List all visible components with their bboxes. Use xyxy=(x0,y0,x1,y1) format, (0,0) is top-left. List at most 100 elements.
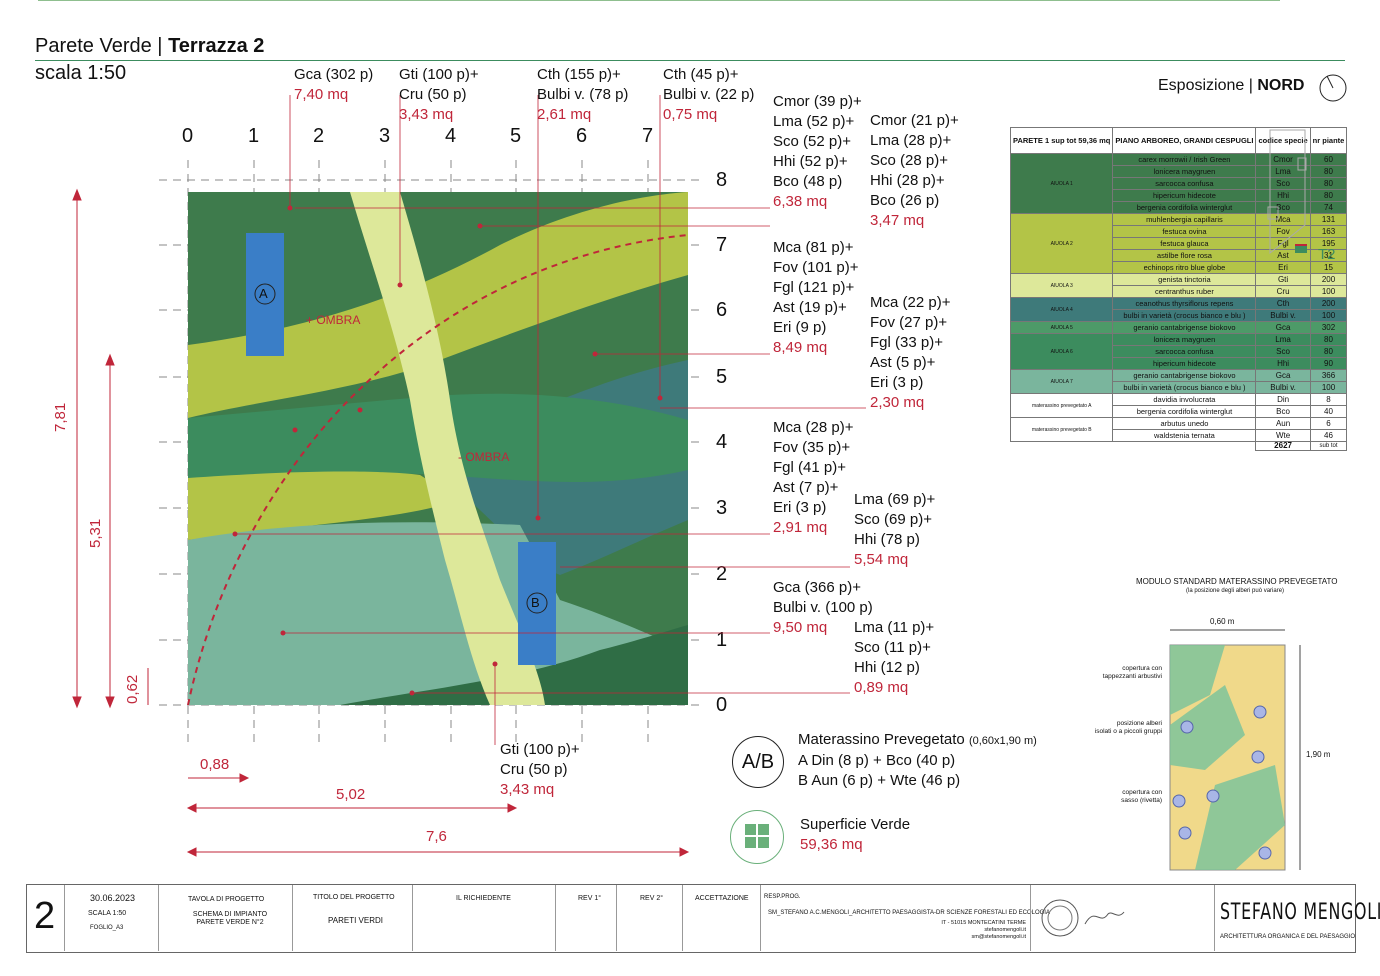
zone-label: Lma (69 p)+Sco (69 p)+Hhi (78 p)5,54 mq xyxy=(854,490,935,570)
table-cell-code: Cru xyxy=(1255,285,1311,298)
zone-aiuola-2-upper xyxy=(188,192,688,418)
zone-area: 5,54 mq xyxy=(854,551,909,568)
table-group-name: AIUOLA 7 xyxy=(1009,369,1114,394)
title-bold: Terrazza 2 xyxy=(168,35,265,57)
table-empty xyxy=(1011,442,1113,451)
table-cell-species: hipericum hidecote xyxy=(1112,357,1257,370)
table-cell-species: ceanothus thyrsiflorus repens xyxy=(1112,297,1257,310)
tb-titolo: PARETI VERDI xyxy=(328,916,383,925)
table-cell-code: Wte xyxy=(1255,429,1311,442)
table-group-name: AIUOLA 4 xyxy=(1009,297,1114,322)
table-row: bulbi in varietà (crocus bianco e blu )B… xyxy=(1011,309,1348,322)
ab-symbol-text: A/B xyxy=(741,751,775,773)
materassino-b-marker xyxy=(526,592,548,614)
caption-line: sasso (rivetta) xyxy=(1121,797,1162,804)
zone-label-line: Cth (45 p)+ xyxy=(663,66,739,83)
zone-label-line: Mca (22 p)+ xyxy=(870,294,951,311)
zone-label-line: Fov (27 p)+ xyxy=(870,314,948,331)
zone-label: Cmor (21 p)+Lma (28 p)+Sco (28 p)+Hhi (2… xyxy=(870,111,959,231)
y-tick-label: 0 xyxy=(716,694,728,716)
zone-label-line: Fgl (121 p)+ xyxy=(773,279,855,296)
table-cell-code: Bulbi v. xyxy=(1255,381,1311,394)
brand-logo: STEFANO MENGOLI xyxy=(1220,900,1380,925)
tb-number: 2 xyxy=(34,895,56,937)
table-cell-count: 90 xyxy=(1309,357,1348,370)
tb-divider xyxy=(1030,885,1031,951)
zone-label-line: Gca (302 p) xyxy=(294,66,374,83)
zone-label-line: Fgl (33 p)+ xyxy=(870,334,943,351)
zone-label-line: Eri (3 p) xyxy=(870,374,924,391)
dim-width-3: 7,6 xyxy=(426,828,447,845)
zone-label-line: Mca (28 p)+ xyxy=(773,419,854,436)
tb-tavola-line: SCHEMA DI IMPIANTO xyxy=(192,911,268,918)
tb-resp-1: SM_STEFANO A.C.MENGOLI_ARCHITETTO PAESAG… xyxy=(768,910,1050,916)
zone-area: 6,38 mq xyxy=(773,193,828,210)
dim-width-2: 5,02 xyxy=(336,786,366,803)
zone-label: Mca (81 p)+Fov (101 p)+Fgl (121 p)+Ast (… xyxy=(773,238,858,358)
dim-width-1: 0,88 xyxy=(200,756,230,773)
table-cell-count: 40 xyxy=(1309,405,1348,418)
zone-label-line: Cru (50 p) xyxy=(399,86,467,103)
zone-area: 8,49 mq xyxy=(773,339,828,356)
module-subtitle: (la posizione degli alberi può variare) xyxy=(1186,588,1285,594)
table-cell-count: 131 xyxy=(1309,213,1348,226)
leader-dots xyxy=(232,205,663,696)
zone-label: Lma (11 p)+Sco (11 p)+Hhi (12 p)0,89 mq xyxy=(854,618,934,698)
table-cell-species: sarcocca confusa xyxy=(1112,177,1257,190)
module-width: 0,60 m xyxy=(1210,617,1235,626)
table-cell-species: lonicera maygruen xyxy=(1112,333,1257,346)
tb-divider xyxy=(616,885,617,951)
zone-label-line: Lma (52 p)+ xyxy=(773,113,855,130)
ombra-plus-label: + OMBRA xyxy=(306,313,361,327)
tb-divider xyxy=(412,885,413,951)
y-tick-label: 1 xyxy=(716,629,728,651)
table-cell-count: 100 xyxy=(1309,285,1348,298)
ombra-minus-label: - OMBRA xyxy=(458,450,510,464)
caption-line: isolati o a piccoli gruppi xyxy=(1094,728,1162,735)
table-cell-code: Sco xyxy=(1255,345,1311,358)
materassino-a-desc: A Din (8 p) + Bco (40 p) xyxy=(798,752,956,769)
table-cell-species: festuca ovina xyxy=(1112,225,1257,238)
tb-richiedente: IL RICHIEDENTE xyxy=(456,895,511,902)
caption-line: copertura con xyxy=(1122,665,1162,672)
y-tick-label: 6 xyxy=(716,299,728,321)
table-cell-count: 100 xyxy=(1309,309,1348,322)
zone-label-line: Lma (11 p)+ xyxy=(854,619,935,636)
superficie-title: Superficie Verde xyxy=(800,816,911,833)
title-underline xyxy=(35,60,1345,61)
superficie-area: 59,36 mq xyxy=(800,836,863,853)
caption-line: tappezzanti arbustivi xyxy=(1102,673,1162,680)
ab-symbol: A/B xyxy=(732,736,784,788)
table-cell-count: 80 xyxy=(1309,345,1348,358)
table-header: PIANO ARBOREO, GRANDI CESPUGLI xyxy=(1112,127,1257,154)
module-height: 1,90 m xyxy=(1306,750,1331,759)
zone-area: 3,43 mq xyxy=(399,106,454,123)
tb-resp-contacts: IT - 51015 MONTECATINI TERME stefanomeng… xyxy=(900,920,1026,941)
title-block xyxy=(26,884,1356,953)
table-cell-species: lonicera maygruen xyxy=(1112,165,1257,178)
tb-divider xyxy=(64,885,65,951)
zone-label-line: Hhi (78 p) xyxy=(854,531,920,548)
x-tick-label: 3 xyxy=(379,125,391,147)
table-cell-species: astilbe flore rosa xyxy=(1112,249,1257,262)
table-cell-count: 200 xyxy=(1309,273,1348,286)
table-cell-species: muhlenbergia capillaris xyxy=(1112,213,1257,226)
x-tick-label: 7 xyxy=(642,125,654,147)
materassino-a xyxy=(246,233,284,356)
zone-label-line: Bulbi v. (78 p) xyxy=(537,86,629,103)
table-cell-species: geranio cantabrigense biokovo xyxy=(1112,321,1257,334)
materassino-b xyxy=(518,542,556,665)
table-cell-species: centranthus ruber xyxy=(1112,285,1257,298)
x-tick-label: 5 xyxy=(510,125,522,147)
tb-resp-line: sm@stefanomengoli.it xyxy=(971,934,1027,940)
